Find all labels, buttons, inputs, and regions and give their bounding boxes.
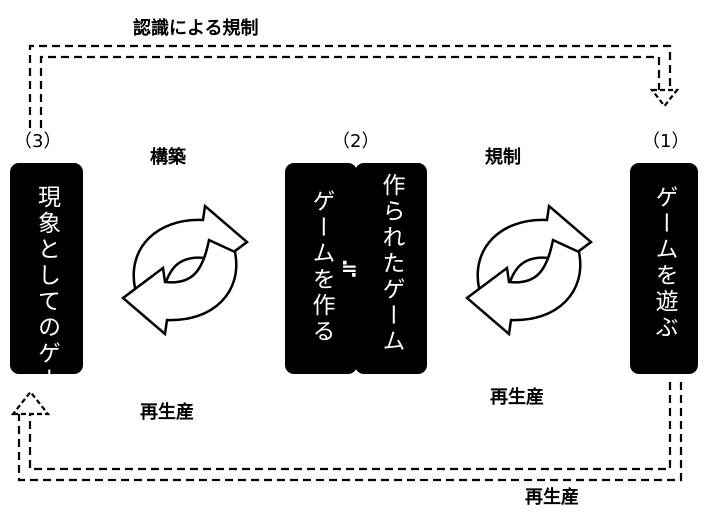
construction-sublabel: 再生産: [140, 402, 194, 423]
stage-1-number: （1）: [642, 131, 690, 152]
bottom-feedback-arrowhead: [10, 390, 51, 416]
stage-1-box: ゲームを遊ぶ: [630, 163, 698, 374]
regulation-sublabel: 再生産: [490, 387, 544, 408]
regulation-label: 規制: [485, 147, 521, 168]
stage-1-text: ゲームを遊ぶ: [651, 185, 677, 341]
bottom-feedback-arrow: [17, 382, 683, 482]
bottom-feedback-label: 再生産: [525, 487, 579, 508]
stage-2-made-box: 作られたゲーム: [355, 163, 427, 374]
stage-2-number: （2）: [332, 131, 380, 152]
stage-2-making-box: ゲームを作る: [285, 163, 357, 374]
construction-label: 構築: [150, 147, 186, 168]
stage-3-number: （3）: [14, 131, 62, 152]
stage-2-making-text: ゲームを作る: [308, 189, 334, 345]
top-feedback-label: 認識による規制: [133, 18, 259, 39]
top-feedback-arrowhead: [649, 88, 680, 108]
top-feedback-arrow: [28, 44, 672, 128]
stage-3-line-2: ゲーム全体: [32, 341, 62, 374]
regulation-cycle-icon: [465, 204, 593, 336]
stage-2-made-text: 作られたゲーム: [378, 173, 404, 355]
stage-3-line-1: 現象としての: [33, 185, 60, 341]
construction-cycle-icon: [121, 204, 249, 336]
stage-3-box: 現象としての ゲーム全体: [10, 163, 83, 374]
approx-equal-icon: ≒: [341, 256, 358, 280]
